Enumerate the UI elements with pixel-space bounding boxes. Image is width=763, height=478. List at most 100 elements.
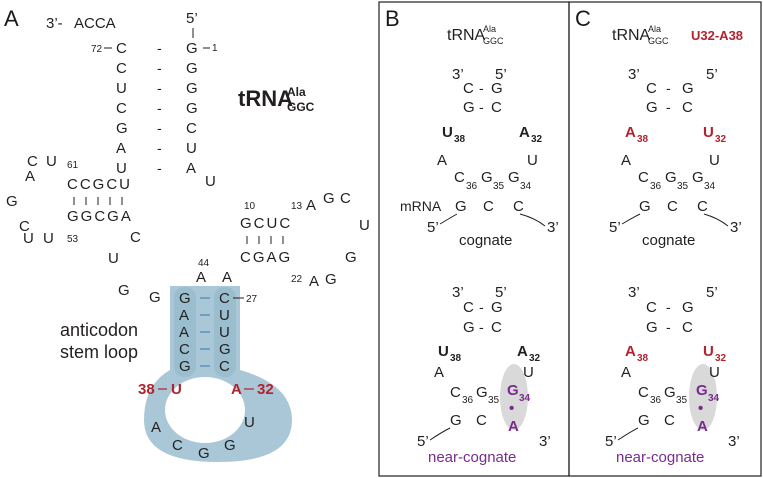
ac-nt: U — [219, 307, 230, 324]
t-stem-top: CCGCU — [67, 176, 132, 193]
nt: U — [116, 160, 127, 177]
nt: G — [491, 299, 503, 316]
a38-sub: 38 — [637, 134, 649, 145]
prime-5: 5’ — [427, 219, 439, 236]
title-text: tRNA — [612, 27, 651, 44]
t-loop-nt: U — [23, 230, 34, 247]
pair-dash: - — [479, 299, 484, 315]
nt: C — [186, 120, 197, 137]
nt: G — [638, 412, 650, 429]
a38-sub: 38 — [637, 353, 649, 364]
nt: G — [476, 384, 488, 401]
prime-3: 3’ — [730, 219, 742, 236]
prime-5: 5’ — [706, 284, 718, 301]
num-44: 44 — [198, 258, 210, 269]
prime-3: 3’ — [539, 433, 551, 450]
nt: G — [682, 80, 694, 97]
pair-dash: - — [666, 299, 671, 315]
nt: C — [664, 412, 675, 429]
panel-b: B tRNA Ala GGC 3’ 5’ C - G G - C U 38 A … — [385, 6, 559, 466]
anticodon-stem-left: G A A C G — [179, 290, 191, 375]
nt: G — [639, 198, 651, 215]
pair-dash: - — [479, 99, 484, 115]
nt: G — [463, 319, 475, 336]
nt: C — [463, 80, 474, 97]
d-arm: 10 13 22 GCUC CGAG A G C U G G A — [240, 190, 370, 290]
five-prime-end: 5’ — [186, 10, 198, 27]
panel-a: A 3’- ACCA 5’ 72 1 C C U C G A U - - - -… — [4, 6, 370, 462]
acceptor-stem-left: C C U C G A U — [116, 40, 128, 177]
nt: G — [481, 169, 493, 186]
wobble-dot: • — [509, 400, 514, 417]
num-36: 36 — [650, 181, 662, 192]
loop-nt: A — [151, 419, 161, 436]
num-34: 34 — [520, 181, 532, 192]
nt: C — [697, 198, 708, 215]
t-stem-bottom: GGCGA — [67, 208, 133, 225]
a38-main: A — [625, 343, 636, 360]
d-loop-nt: A — [306, 197, 316, 214]
nt: G — [692, 169, 704, 186]
nt: C — [116, 40, 127, 57]
num-35: 35 — [677, 181, 689, 192]
u32-main: U — [703, 343, 714, 360]
num-72: 72 — [91, 44, 103, 55]
ac-nt: C — [219, 358, 230, 375]
u38: U — [171, 381, 182, 398]
panel-a-label: A — [4, 6, 19, 31]
nt: U — [523, 364, 534, 381]
acceptor-tail: ACCA — [74, 15, 116, 32]
nt: G — [116, 120, 128, 137]
ac-nt: U — [219, 324, 230, 341]
panel-b-cognate: 3’ 5’ C - G G - C U 38 A 32 A U C 36 G 3… — [400, 66, 559, 249]
ac-nt: C — [219, 290, 230, 307]
anticodon-stem-pairs — [200, 297, 210, 367]
t-loop-nt: U — [43, 230, 54, 247]
d-loop-nt: U — [359, 217, 370, 234]
t-loop-nt: C — [27, 153, 38, 170]
prime-5: 5’ — [495, 284, 507, 301]
near-cognate-label: near-cognate — [616, 449, 704, 466]
nt: C — [667, 198, 678, 215]
anticodon-stem-right: C U U G C — [219, 290, 231, 375]
prime-5: 5’ — [706, 66, 718, 83]
acceptor-stem-pairs: - - - - - - - — [157, 40, 162, 176]
nt: C — [682, 319, 693, 336]
panel-c-cognate: 3’ 5’ C - G G - C A 38 U 32 A U C 36 G 3… — [609, 66, 742, 249]
mrna-backbone — [429, 427, 451, 441]
pair-dash: - — [666, 99, 671, 115]
prime-3: 3’ — [628, 284, 640, 301]
variable-g: G — [118, 282, 130, 299]
pair-dash: - — [479, 319, 484, 335]
nt: G — [186, 80, 198, 97]
prime-3: 3’ — [547, 219, 559, 236]
acceptor-stem-right: G G G G C U A — [186, 40, 198, 177]
prime-5: 5’ — [417, 433, 429, 450]
nt: G — [664, 384, 676, 401]
a-wobble: A — [697, 418, 708, 435]
d-loop-nt: G — [323, 190, 335, 207]
num-36: 36 — [462, 395, 474, 406]
nt: G — [186, 60, 198, 77]
num-61: 61 — [67, 160, 79, 171]
u38-sub: 38 — [450, 353, 462, 364]
num-35: 35 — [493, 181, 505, 192]
nt: G — [450, 412, 462, 429]
num-34: 34 — [708, 393, 720, 404]
mrna-backbone — [621, 213, 641, 225]
nt: C — [646, 299, 657, 316]
mrna-backbone — [617, 427, 639, 441]
t-loop-nt: G — [6, 193, 18, 210]
mrna-backbone — [439, 213, 458, 225]
nt: C — [454, 169, 465, 186]
pair-dash: - — [666, 319, 671, 335]
t-loop-nt: U — [46, 153, 57, 170]
pair-dash: - — [157, 160, 162, 176]
loop-nt: C — [172, 437, 183, 454]
title-sub: GGC — [648, 36, 669, 46]
loop-nt: G — [224, 437, 236, 454]
ac-nt: C — [179, 341, 190, 358]
pair-dash: - — [479, 80, 484, 96]
d-loop-nt: G — [345, 249, 357, 266]
nt: C — [491, 99, 502, 116]
